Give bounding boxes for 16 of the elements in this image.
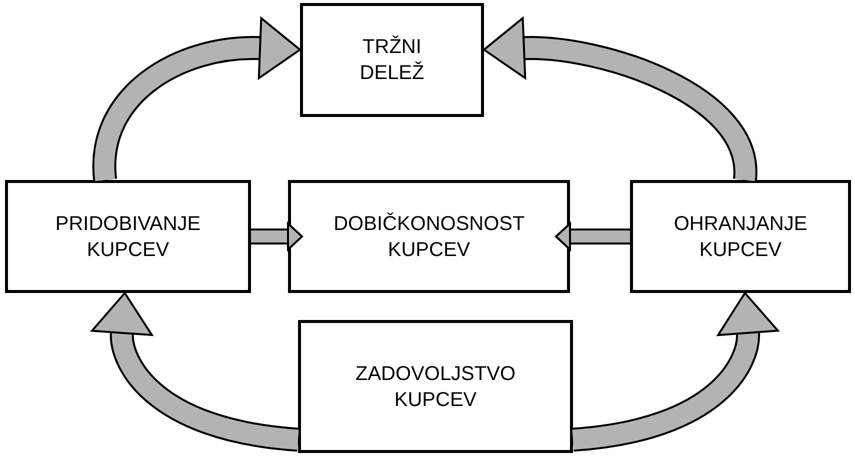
process-box [300,3,484,117]
block-arrow [482,17,755,180]
block-arrow [555,222,630,250]
box-label: TRŽNI DELEŽ [360,34,424,86]
block-arrow [94,17,302,180]
box-label: DOBIČKONOSNOST KUPCEV [334,212,524,262]
block-arrow [572,292,779,450]
box-label: ZADOVOLJSTVO KUPCEV [355,362,516,412]
box-label: PRIDOBIVANJE KUPCEV [55,212,201,262]
box-label: OHRANJANJE KUPCEV [674,212,808,262]
block-arrow [251,222,303,250]
process-box [630,180,851,293]
process-box [288,180,570,293]
block-arrow [90,292,300,450]
process-box [5,180,251,293]
process-box [298,320,573,453]
